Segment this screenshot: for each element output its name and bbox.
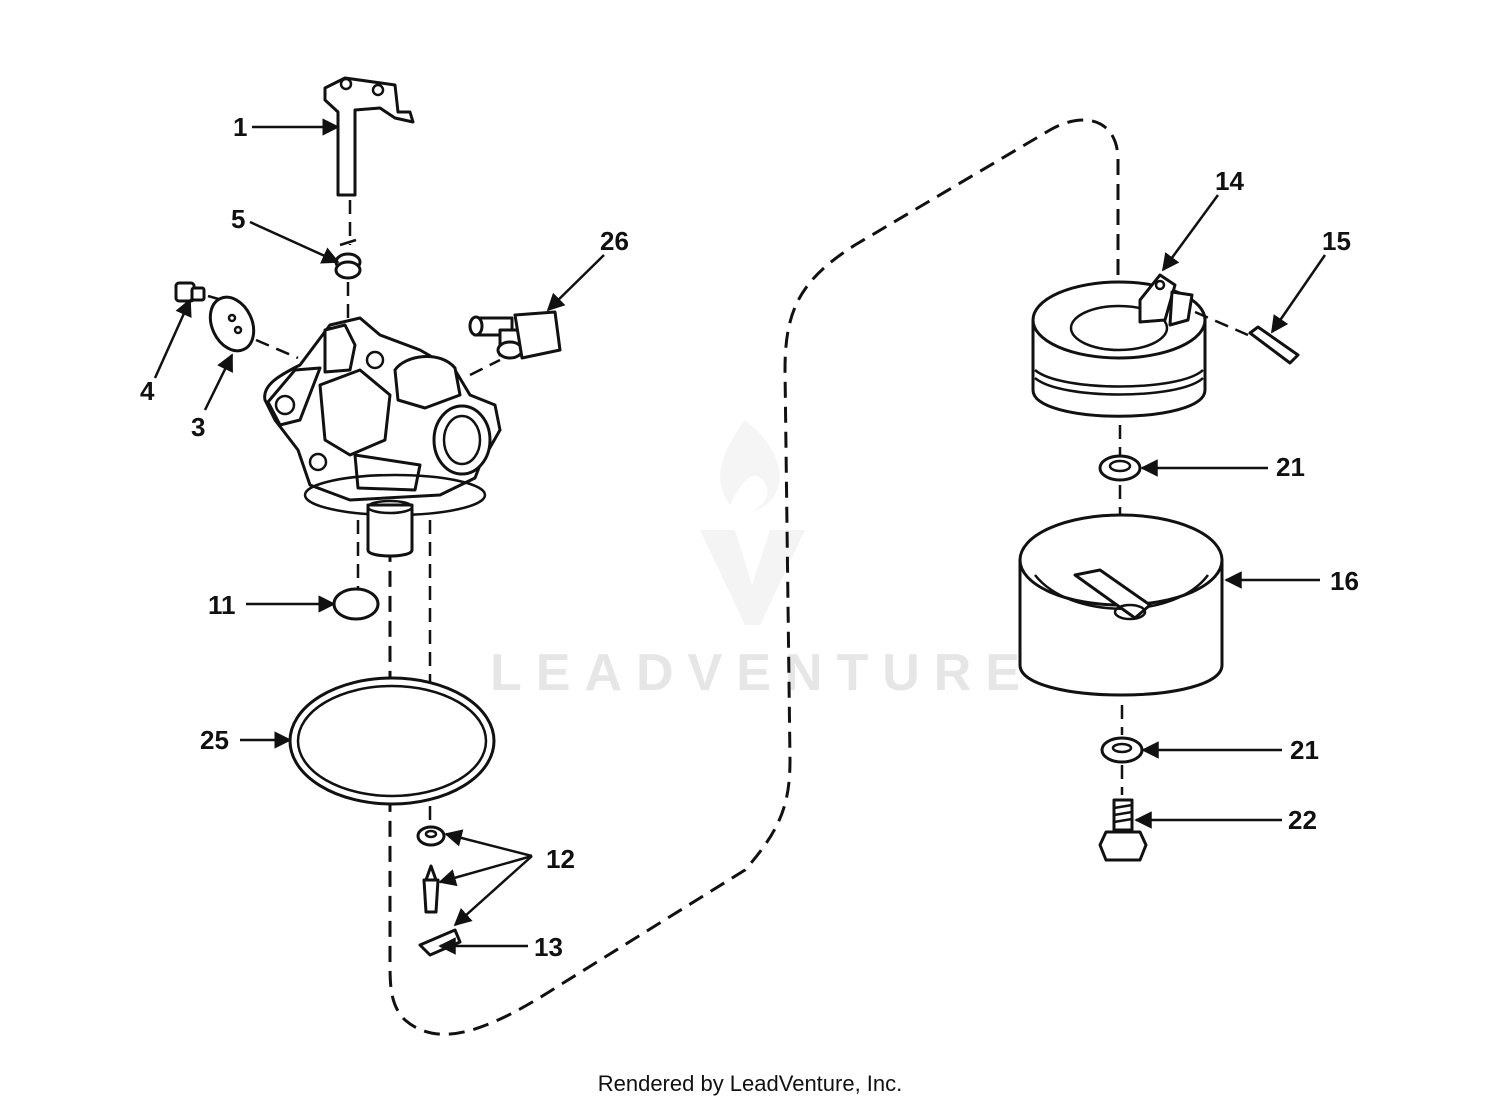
watermark-text: LEADVENTURE bbox=[490, 644, 1034, 702]
dashed-connector-loop bbox=[388, 118, 1120, 1036]
callout-22: 22 bbox=[1288, 805, 1317, 835]
callout-12: 12 bbox=[546, 844, 575, 874]
part-5-spring bbox=[334, 238, 362, 280]
footer-credit: Rendered by LeadVenture, Inc. bbox=[597, 1071, 903, 1096]
part-15-pin bbox=[1248, 325, 1300, 365]
callout-15: 15 bbox=[1322, 226, 1351, 256]
axis-line-3 bbox=[255, 338, 299, 360]
part-12-washer bbox=[416, 825, 446, 847]
part-14-float bbox=[1031, 273, 1207, 418]
callout-1: 1 bbox=[233, 112, 247, 142]
part-12-needle bbox=[422, 864, 440, 914]
part-25-oring bbox=[288, 676, 496, 806]
callout-26: 26 bbox=[600, 226, 629, 256]
carburetor-body bbox=[263, 316, 502, 558]
part-22-bolt bbox=[1098, 798, 1148, 862]
callout-4: 4 bbox=[140, 376, 155, 406]
part-13-clip bbox=[418, 928, 462, 957]
callout-11: 11 bbox=[208, 590, 236, 620]
callout-21-lower: 21 bbox=[1290, 735, 1319, 765]
part-1-bracket bbox=[323, 76, 415, 197]
callout-3: 3 bbox=[191, 412, 205, 442]
part-11-plug bbox=[332, 587, 380, 621]
part-21-lower-gasket bbox=[1100, 736, 1144, 764]
axis-line-15 bbox=[1194, 310, 1249, 337]
callout-13: 13 bbox=[534, 932, 563, 962]
callout-5: 5 bbox=[231, 204, 245, 234]
part-26-fitting bbox=[468, 310, 562, 360]
part-3-plate bbox=[208, 295, 256, 353]
part-21-upper-gasket bbox=[1098, 454, 1142, 482]
part-4-screw bbox=[174, 281, 206, 303]
callout-16: 16 bbox=[1330, 566, 1359, 596]
axis-line-26 bbox=[469, 358, 501, 377]
part-16-bowl bbox=[1018, 513, 1224, 697]
callout-21-upper: 21 bbox=[1276, 452, 1305, 482]
callout-25: 25 bbox=[200, 725, 229, 755]
watermark-logo bbox=[700, 420, 805, 625]
leader-lines bbox=[153, 118, 1327, 955]
callout-14: 14 bbox=[1215, 166, 1244, 196]
